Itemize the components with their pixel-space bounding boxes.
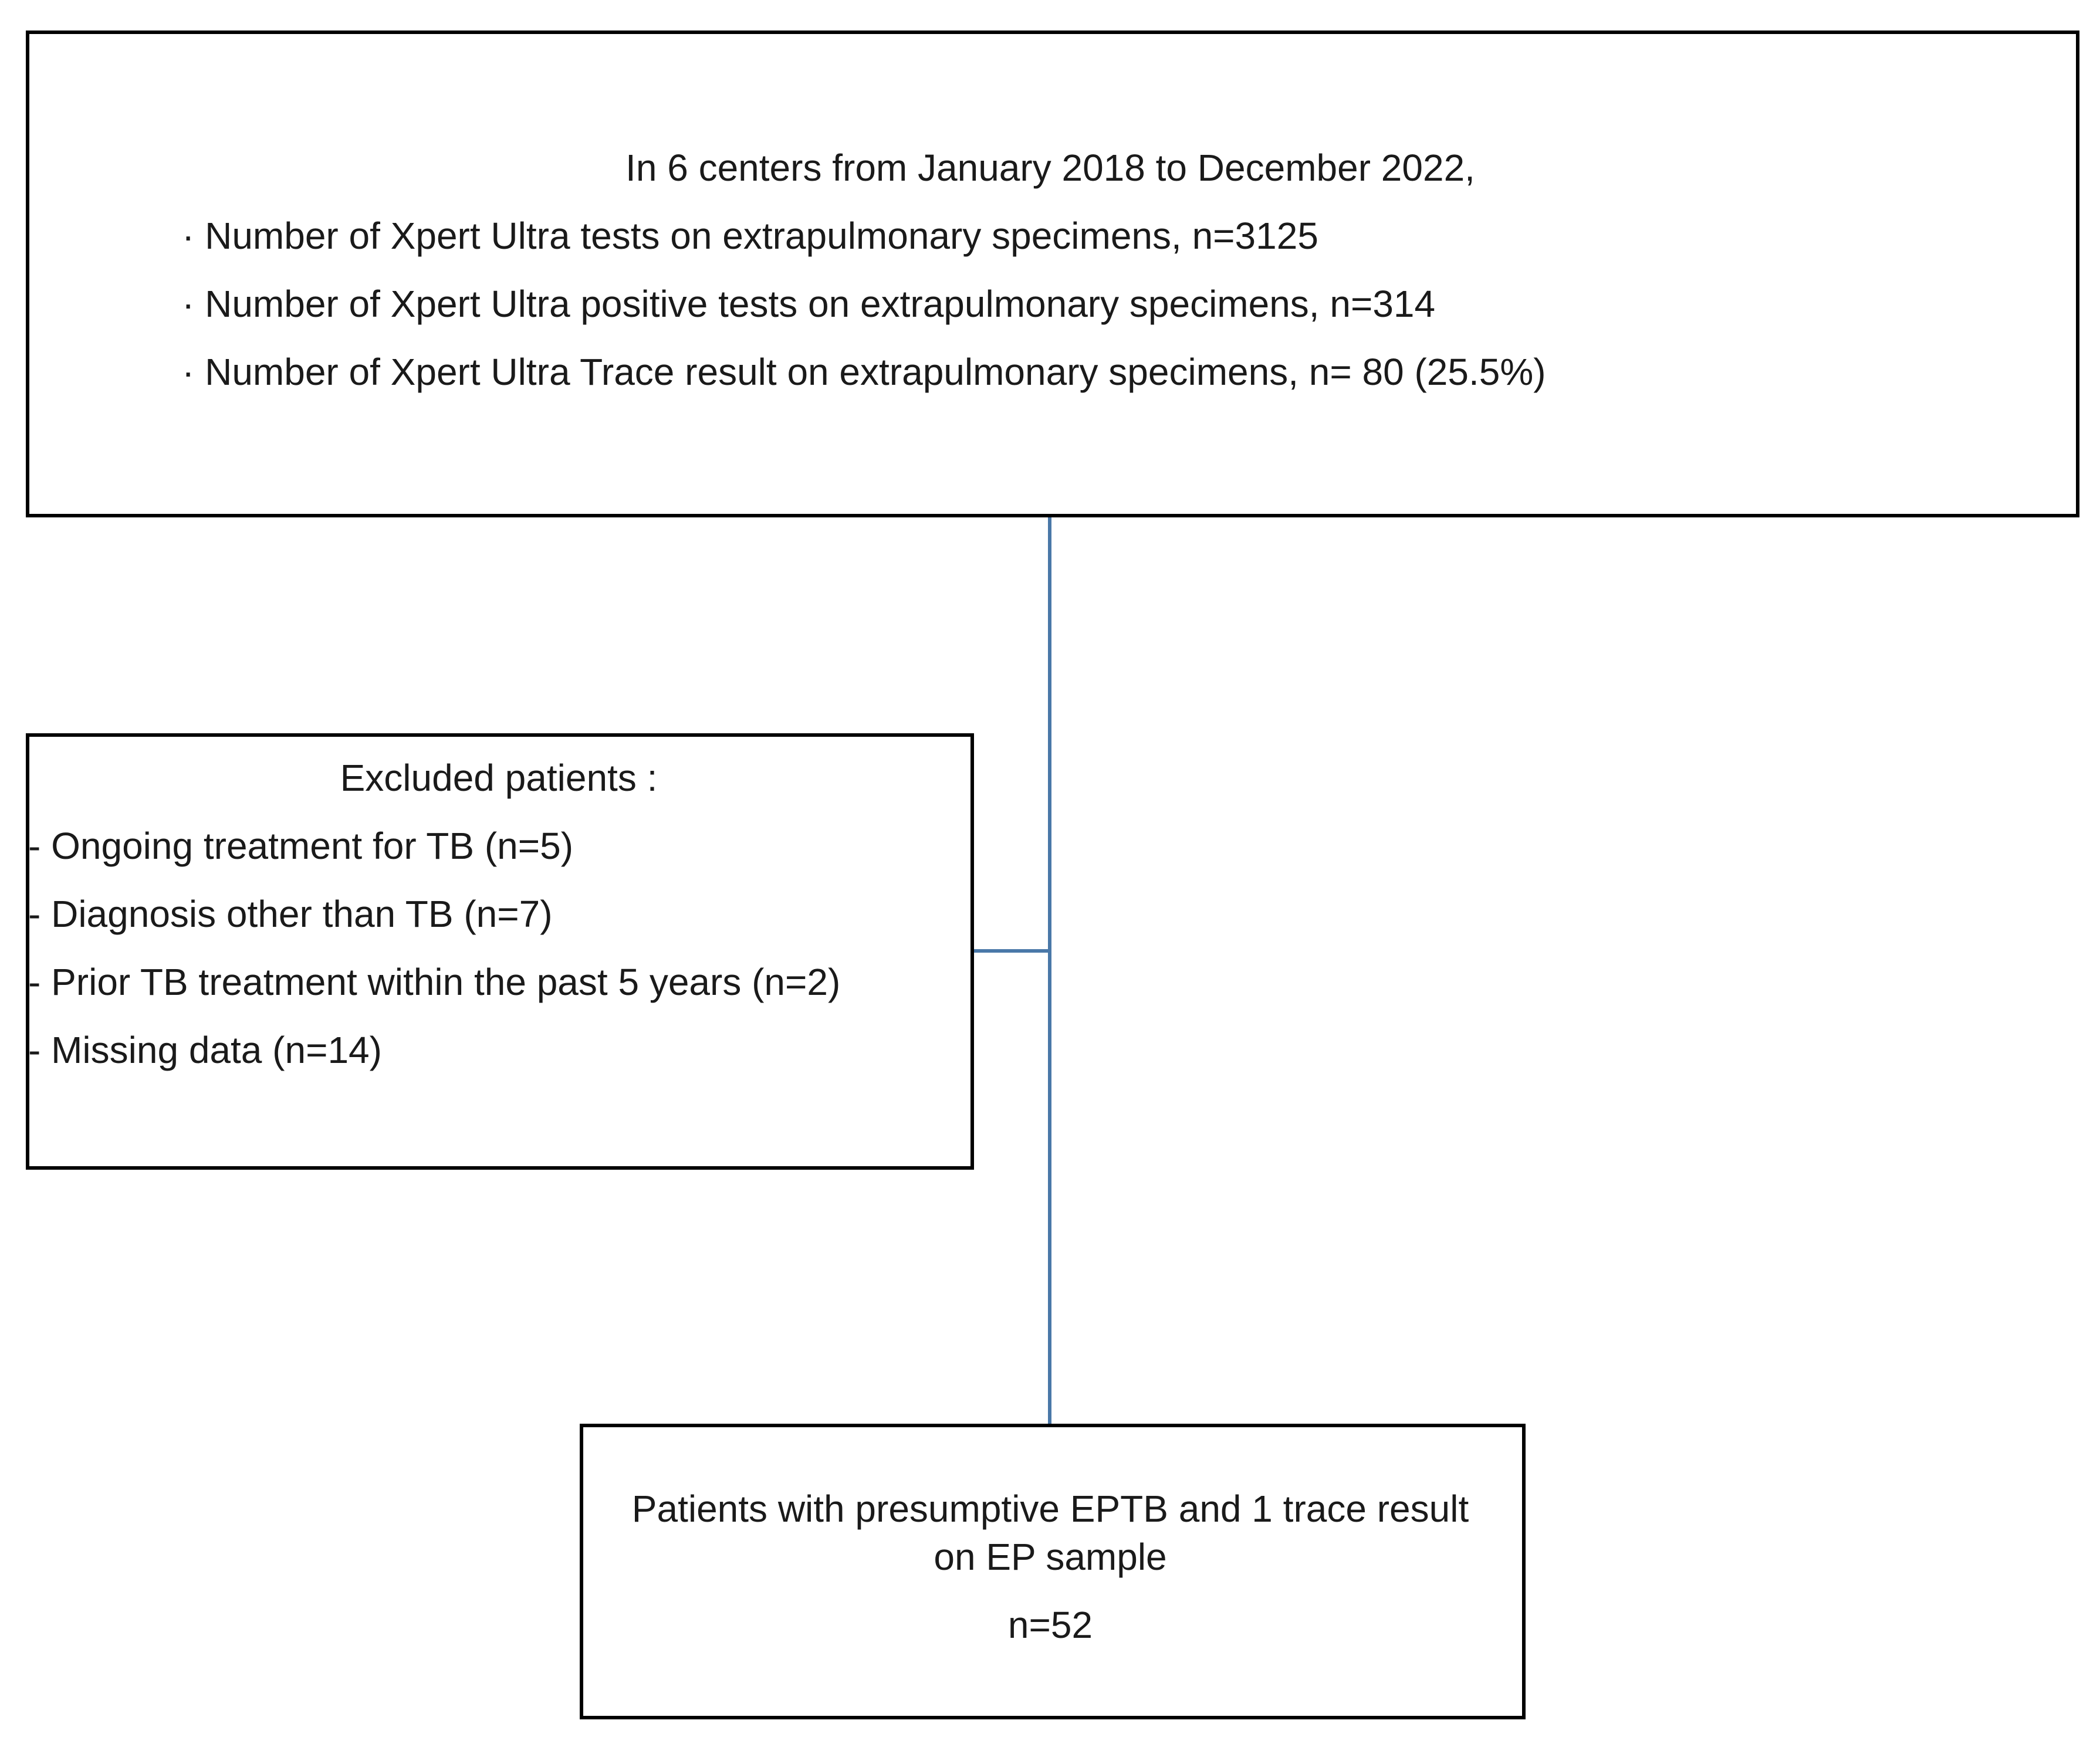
main-vertical-connector xyxy=(1048,517,1051,1424)
excluded-branch-connector xyxy=(974,949,1051,953)
bullet-xpert-positive: · Number of Xpert Ultra positive tests o… xyxy=(182,283,1436,325)
excluded-item-other-diagnosis: - Diagnosis other than TB (n=7) xyxy=(28,893,553,935)
final-cohort-line2: on EP sample xyxy=(934,1536,1167,1578)
enrollment-box xyxy=(26,31,2079,517)
final-cohort-line1: Patients with presumptive EPTB and 1 tra… xyxy=(631,1488,1469,1530)
bullet-xpert-trace: · Number of Xpert Ultra Trace result on … xyxy=(182,351,1546,393)
bullet-xpert-tests: · Number of Xpert Ultra tests on extrapu… xyxy=(182,215,1318,257)
excluded-item-prior-treatment: - Prior TB treatment within the past 5 y… xyxy=(28,961,841,1003)
final-cohort-count: n=52 xyxy=(1007,1604,1093,1646)
final-cohort-box xyxy=(580,1424,1526,1719)
excluded-patients-box xyxy=(26,733,974,1170)
excluded-item-ongoing-treatment: - Ongoing treatment for TB (n=5) xyxy=(28,825,574,867)
excluded-title: Excluded patients : xyxy=(340,757,658,799)
excluded-item-missing-data: - Missing data (n=14) xyxy=(28,1029,382,1071)
enrollment-title: In 6 centers from January 2018 to Decemb… xyxy=(625,147,1475,189)
